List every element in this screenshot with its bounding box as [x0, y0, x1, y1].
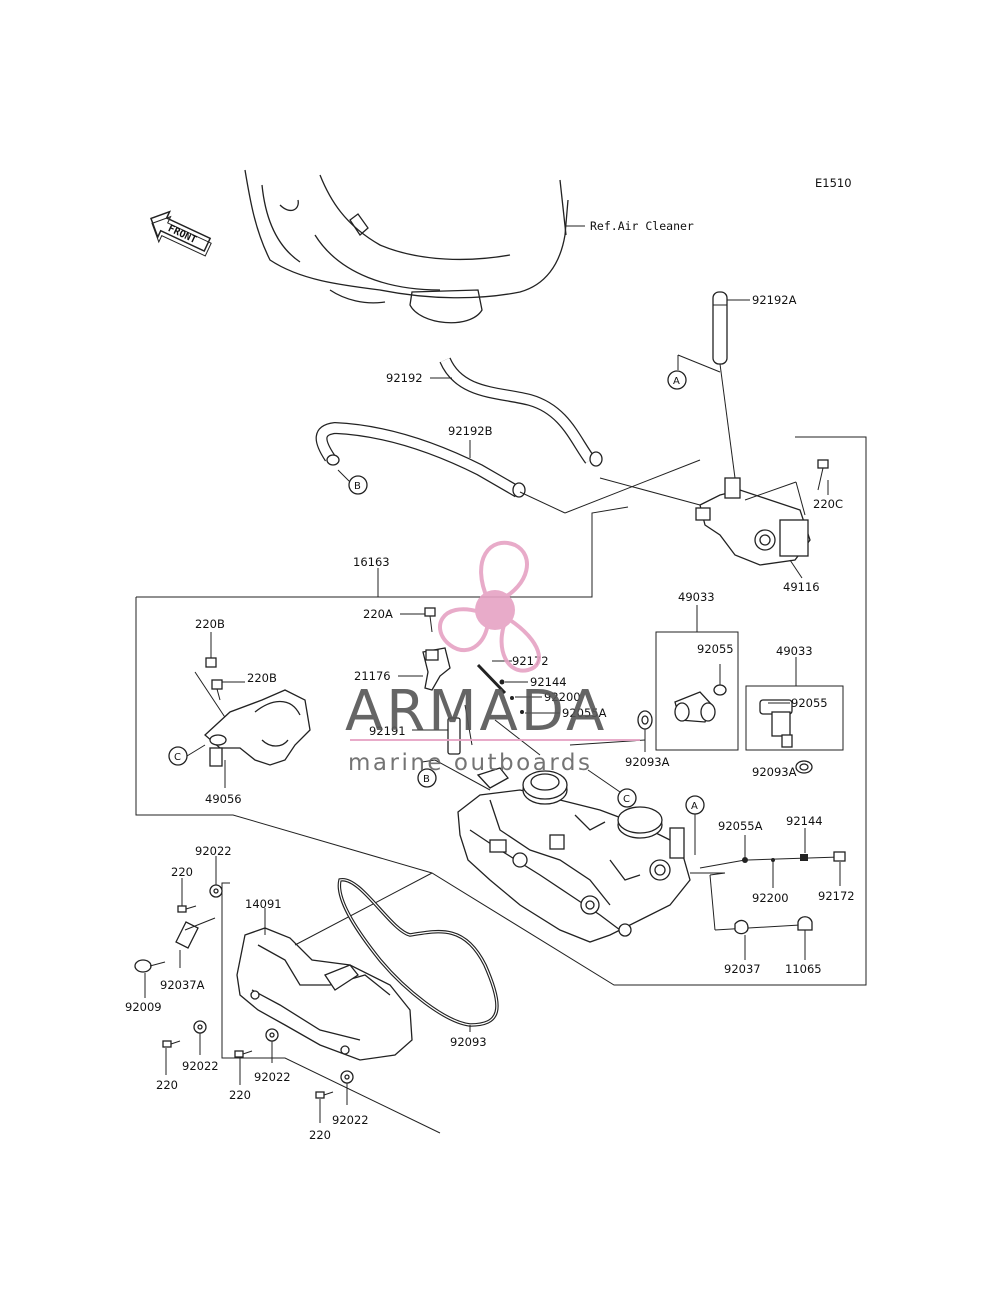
screw-92172-upper	[476, 663, 507, 695]
clamp-92037	[734, 919, 749, 935]
label-49116: 49116	[783, 580, 820, 594]
label-92192B: 92192B	[448, 424, 493, 438]
injector-left	[674, 691, 716, 723]
bolt-220A	[424, 607, 436, 633]
washer-92022-top	[209, 884, 223, 898]
box-49033-left	[655, 631, 739, 751]
label-92192A: 92192A	[752, 293, 797, 307]
label-92191: 92191	[369, 724, 406, 738]
front-arrow-icon: FRONT	[150, 210, 212, 257]
label-92093: 92093	[450, 1035, 487, 1049]
housing-49056	[204, 689, 311, 767]
oring-92055-left	[713, 684, 727, 696]
label-220-b: 220	[229, 1088, 251, 1102]
label-92172-upper: 92172	[512, 654, 549, 668]
label-92022-c: 92022	[332, 1113, 369, 1127]
label-92022-b: 92022	[254, 1070, 291, 1084]
label-92144-right: 92144	[786, 814, 823, 828]
valve-49116	[695, 477, 811, 566]
gasket-92093A-upper	[637, 710, 653, 730]
washer-92055A-right	[742, 857, 748, 863]
label-49033-left: 49033	[678, 590, 715, 604]
cap-11065	[797, 916, 813, 931]
label-11065: 11065	[785, 962, 822, 976]
label-220B-top: 220B	[195, 617, 225, 631]
hose-92192B	[315, 421, 526, 498]
bolt-92009	[134, 959, 166, 973]
injector-right	[759, 699, 793, 748]
diagram-code: E1510	[815, 176, 852, 190]
label-92093A-right: 92093A	[752, 765, 797, 779]
spring-92144-right	[800, 854, 808, 861]
label-92172-right: 92172	[818, 889, 855, 903]
screw-220-a	[162, 1040, 181, 1048]
spacer-92191	[447, 717, 461, 755]
propeller-logo-icon	[438, 540, 541, 673]
label-92037: 92037	[724, 962, 761, 976]
screw-92172-right	[833, 851, 846, 862]
watermark-tagline: marine outboards	[348, 750, 592, 776]
bolt-220B-top	[205, 657, 217, 668]
hose-92192	[439, 357, 603, 467]
label-92055-left: 92055	[697, 642, 734, 656]
label-92055-right: 92055	[791, 696, 828, 710]
label-14091: 14091	[245, 897, 282, 911]
screw-220-c	[315, 1091, 334, 1099]
washer-92022-b	[265, 1028, 279, 1042]
label-220A: 220A	[363, 607, 393, 621]
hose-92192A	[712, 291, 728, 365]
callout-b-top	[348, 475, 368, 495]
callout-a-top-label: A	[673, 376, 680, 387]
sensor-21176	[422, 647, 451, 691]
bolt-220C	[817, 459, 829, 491]
label-92037A: 92037A	[160, 978, 205, 992]
label-49056: 49056	[205, 792, 242, 806]
callout-b-mid	[417, 768, 437, 788]
gasket-92093	[337, 878, 499, 1027]
screw-220-b	[234, 1050, 253, 1058]
cover-14091	[236, 927, 413, 1061]
label-220B-mid: 220B	[247, 671, 277, 685]
air-cleaner-ref	[244, 169, 569, 324]
label-92192: 92192	[386, 371, 423, 385]
washer-92022-c	[340, 1070, 354, 1084]
label-220-top: 220	[171, 865, 193, 879]
callout-c-left	[168, 746, 188, 766]
callout-c-left-label: C	[174, 752, 181, 763]
callout-b-top-label: B	[354, 481, 361, 492]
callout-b-mid-label: B	[423, 774, 430, 785]
ring-92200-right	[771, 858, 775, 862]
label-220-c: 220	[309, 1128, 331, 1142]
label-92055A-right: 92055A	[718, 819, 763, 833]
label-16163: 16163	[353, 555, 390, 569]
throttle-body	[457, 767, 691, 943]
label-220C: 220C	[813, 497, 843, 511]
ref-air-cleaner-label: Ref.Air Cleaner	[590, 219, 694, 233]
label-92093A-upper: 92093A	[625, 755, 670, 769]
washer-92022-a	[193, 1020, 207, 1034]
watermark: ARMADA marine outboards	[345, 540, 640, 776]
label-49033-right: 49033	[776, 644, 813, 658]
screw-220-top	[177, 905, 197, 913]
label-92200-right: 92200	[752, 891, 789, 905]
hose-92037A	[175, 921, 199, 949]
callout-a-mid-label: A	[691, 801, 698, 812]
label-92144-upper: 92144	[530, 675, 567, 689]
bolt-220B-mid	[211, 679, 223, 701]
oring-92093A-right	[795, 760, 813, 774]
label-92009: 92009	[125, 1000, 162, 1014]
watermark-brand: ARMADA	[345, 679, 607, 744]
box-49033-right	[745, 685, 844, 751]
label-92022-a: 92022	[182, 1059, 219, 1073]
callout-a-top	[667, 370, 687, 390]
callout-c-mid-label: C	[623, 794, 630, 805]
label-21176: 21176	[354, 669, 391, 683]
label-92200-upper: 92200	[544, 690, 581, 704]
label-220-a: 220	[156, 1078, 178, 1092]
label-92022-top: 92022	[195, 844, 232, 858]
callout-c-mid	[617, 788, 637, 808]
label-92055A-upper: 92055A	[562, 706, 607, 720]
